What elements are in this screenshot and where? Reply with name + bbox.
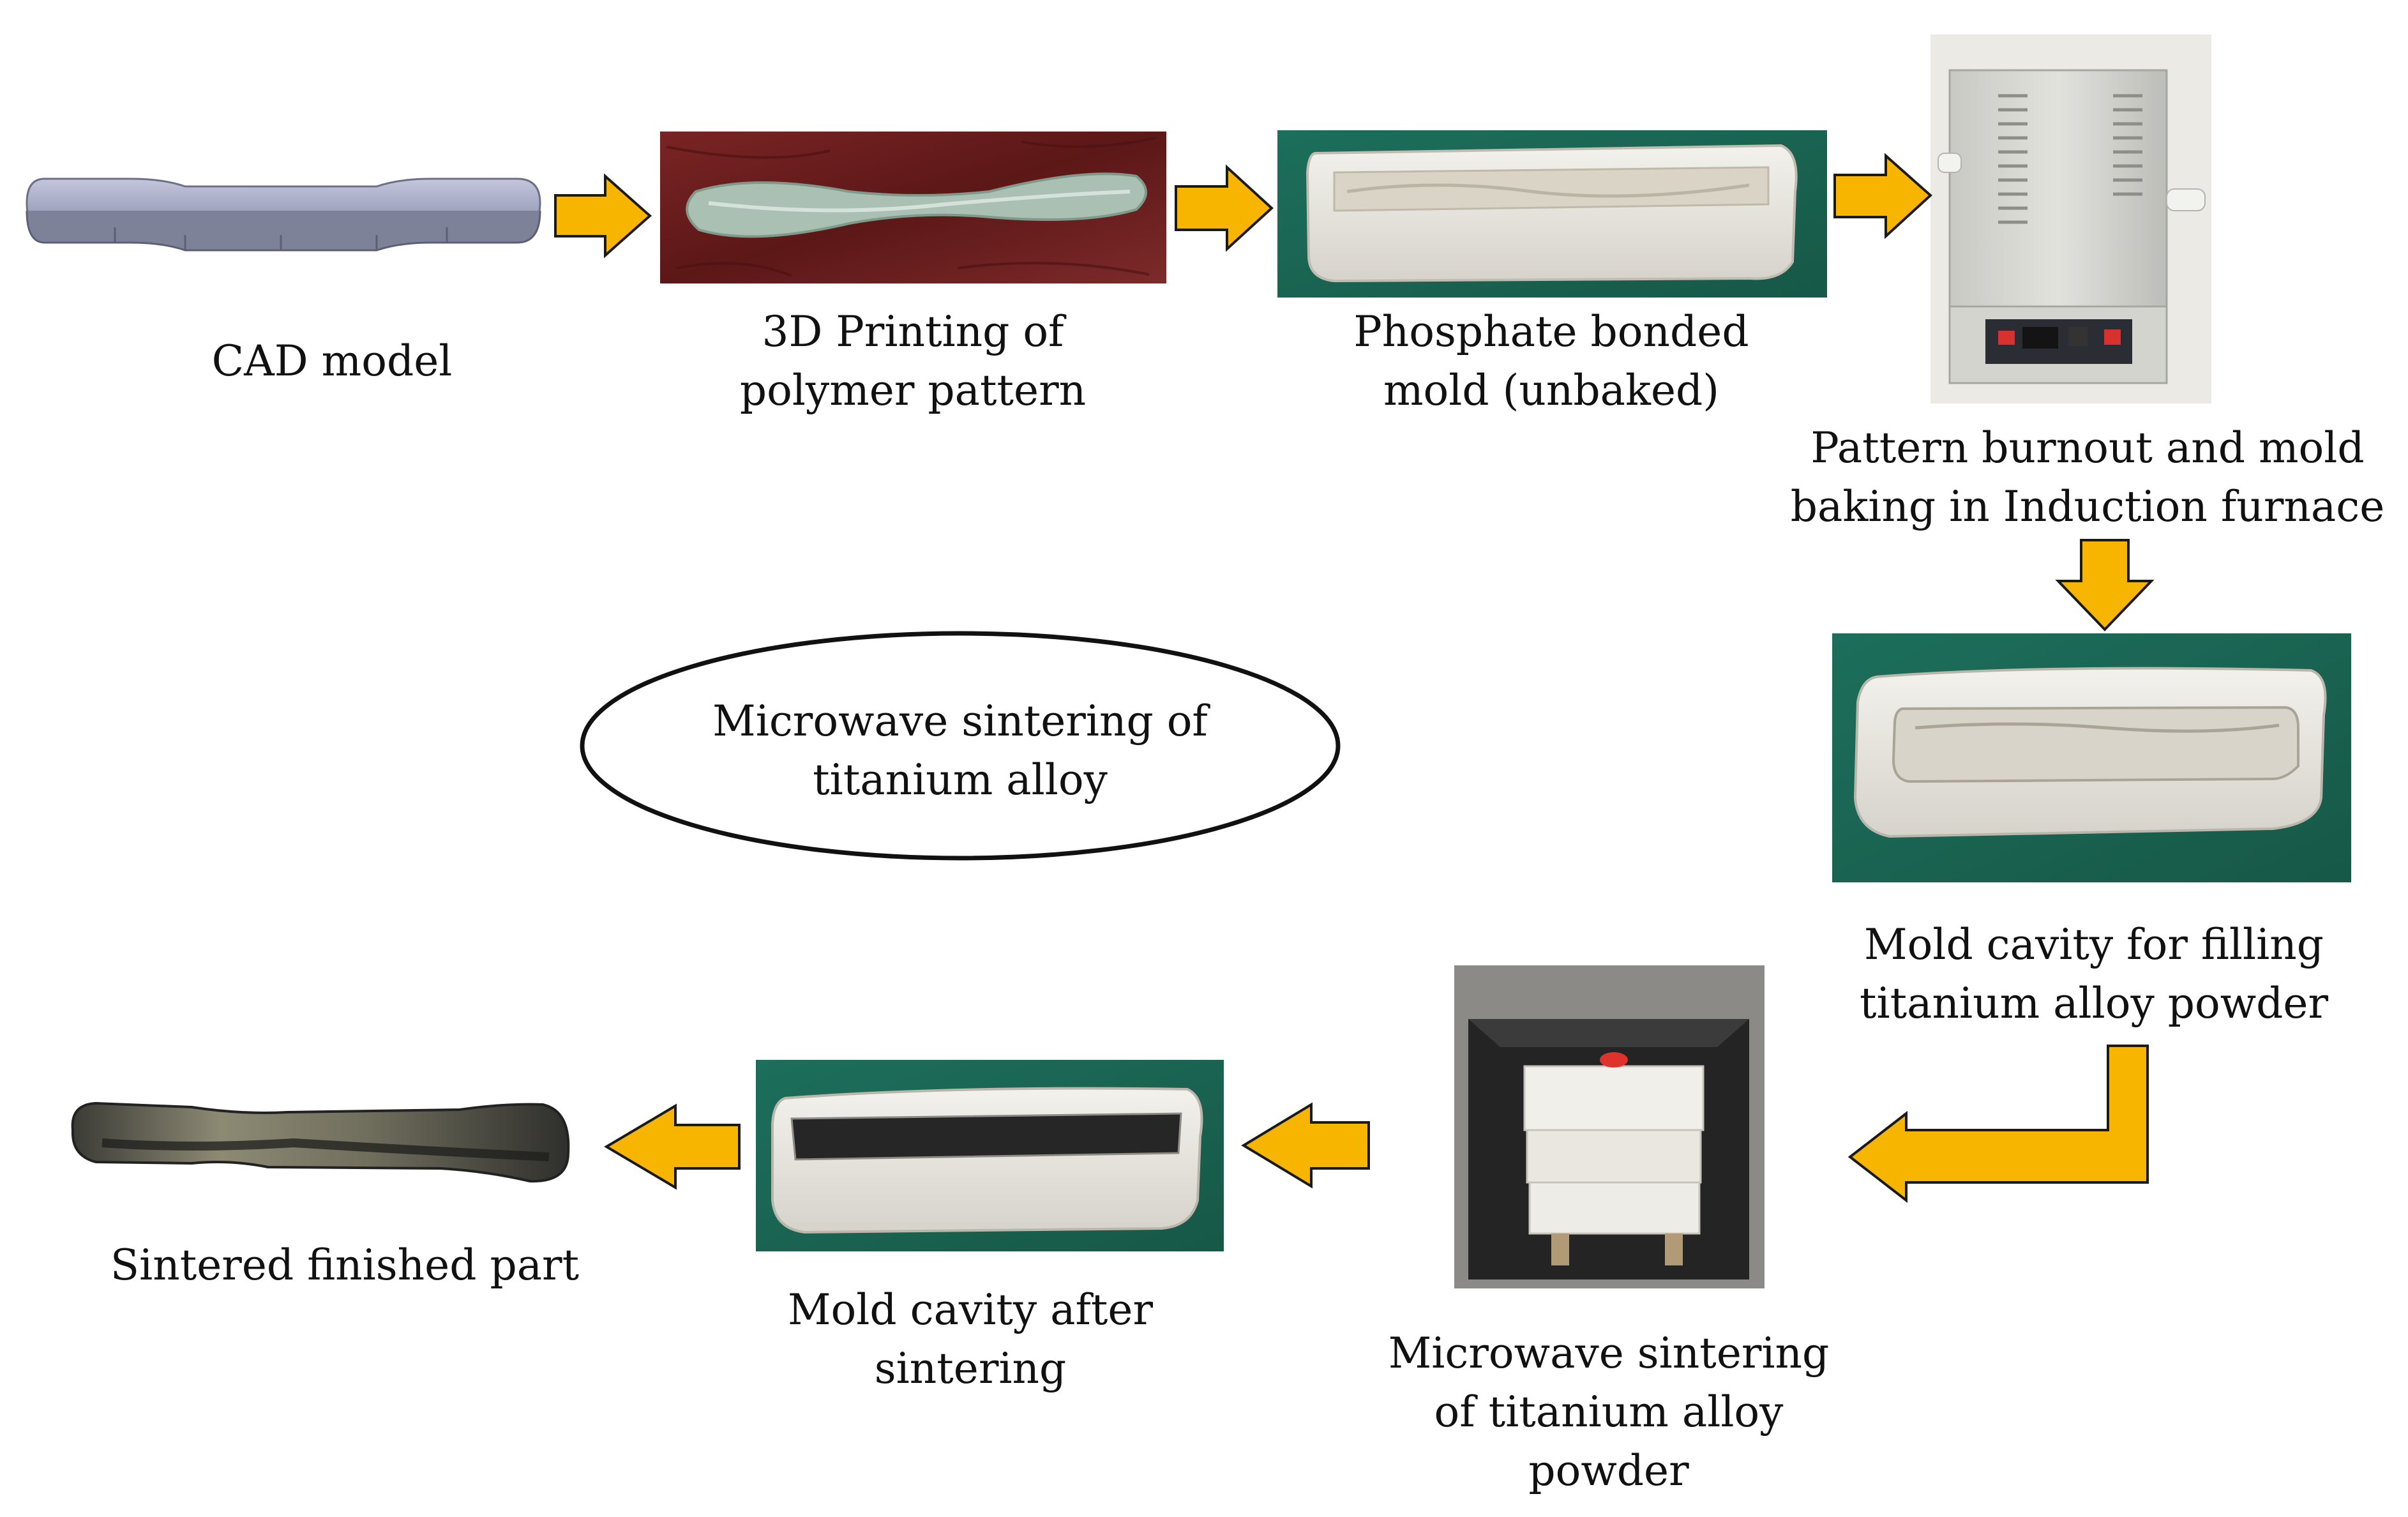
mold-after-sintering-label: Mold cavity after sintering bbox=[787, 1285, 1154, 1393]
arrow-left-2 bbox=[604, 1103, 741, 1190]
phosphate-mold-photo bbox=[1277, 130, 1827, 298]
sintered-part-image bbox=[71, 1101, 570, 1183]
title-ellipse-label: Microwave sintering of titanium alloy bbox=[712, 697, 1208, 804]
microwave-furnace-photo bbox=[1454, 965, 1765, 1288]
phosphate-mold-label: Phosphate bonded mold (unbaked) bbox=[1353, 307, 1749, 415]
printing-label: 3D Printing of polymer pattern bbox=[739, 307, 1087, 415]
arrow-right-1 bbox=[554, 173, 652, 259]
mold-cavity-filling-photo bbox=[1832, 633, 2351, 882]
cad-model-image bbox=[26, 177, 541, 252]
finished-part-label: Sintered finished part bbox=[110, 1241, 580, 1290]
mold-cavity-filling-label: Mold cavity for filling titanium alloy p… bbox=[1859, 920, 2329, 1028]
burnout-label: Pattern burnout and mold baking in Induc… bbox=[1790, 423, 2385, 531]
arrow-right-2 bbox=[1175, 164, 1274, 252]
arrow-left-1 bbox=[1241, 1102, 1370, 1189]
printed-pattern-photo bbox=[660, 132, 1166, 283]
microwave-sintering-label: Microwave sintering of titanium alloy po… bbox=[1388, 1329, 1830, 1495]
arrow-right-3 bbox=[1833, 153, 1932, 239]
title-ellipse-shape bbox=[580, 631, 1341, 861]
cad-model-label: CAD model bbox=[211, 336, 453, 386]
arrow-down bbox=[2055, 539, 2155, 631]
furnace-photo bbox=[1930, 34, 2211, 404]
arrow-elbow-left bbox=[1847, 1045, 2149, 1204]
mold-after-sintering-photo bbox=[756, 1060, 1224, 1251]
